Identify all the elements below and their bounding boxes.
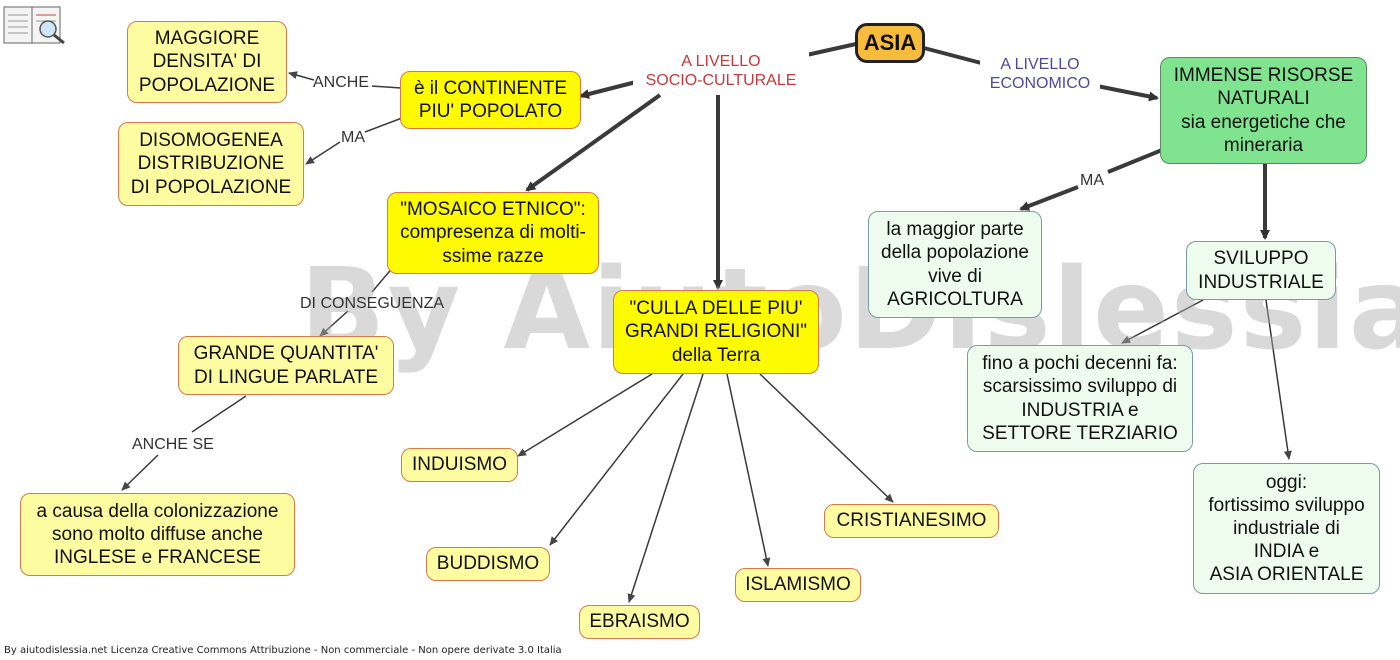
link-socio-culturale: A LIVELLO SOCIO-CULTURALE bbox=[633, 52, 809, 91]
line-continente-anche bbox=[371, 85, 402, 89]
node-culla-religioni[interactable]: "CULLA DELLE PIU' GRANDI RELIGIONI" dell… bbox=[613, 290, 819, 374]
line-socio-mosaico bbox=[525, 93, 662, 192]
book-logo-icon bbox=[3, 6, 65, 45]
line-culla-induismo bbox=[517, 373, 653, 457]
line-ma-disomogenea bbox=[305, 141, 341, 165]
link-di-conseguenza: DI CONSEGUENZA bbox=[300, 295, 445, 312]
node-immense-risorse[interactable]: IMMENSE RISORSE NATURALI sia energetiche… bbox=[1160, 57, 1367, 164]
node-lingue-parlate[interactable]: GRANDE QUANTITA' DI LINGUE PARLATE bbox=[178, 336, 394, 395]
node-cristianesimo[interactable]: CRISTIANESIMO bbox=[824, 504, 999, 538]
license-footer: By aiutodislessia.net Licenza Creative C… bbox=[4, 645, 562, 656]
line-conseguenza-lingue bbox=[319, 310, 349, 337]
line-ma-agricoltura bbox=[1019, 185, 1079, 211]
line-culla-islamismo bbox=[726, 373, 771, 567]
line-anchese-colonizzazione bbox=[121, 454, 159, 491]
line-sviluppo-oggi bbox=[1265, 299, 1292, 460]
link-anche: ANCHE bbox=[313, 74, 370, 91]
line-sviluppo-pochidecenni bbox=[1121, 299, 1204, 344]
node-asia[interactable]: ASIA bbox=[855, 23, 925, 63]
line-lingue-anchese bbox=[191, 395, 247, 433]
link-ma-left: MA bbox=[341, 129, 365, 146]
node-induismo[interactable]: INDUISMO bbox=[401, 448, 518, 482]
line-socio-continente bbox=[579, 80, 637, 99]
link-ma-right: MA bbox=[1080, 172, 1104, 189]
line-asia-economico bbox=[923, 46, 986, 66]
node-colonizzazione[interactable]: a causa della colonizzazione sono molto … bbox=[20, 493, 295, 576]
line-anche-densita bbox=[288, 71, 315, 81]
node-ebraismo[interactable]: EBRAISMO bbox=[579, 605, 700, 639]
link-anche-se: ANCHE SE bbox=[132, 436, 214, 453]
line-economico-risorse bbox=[1091, 83, 1159, 102]
node-densita-popolazione[interactable]: MAGGIORE DENSITA' DI POPOLAZIONE bbox=[127, 21, 287, 103]
node-oggi-sviluppo[interactable]: oggi: fortissimo sviluppo industriale di… bbox=[1193, 463, 1380, 594]
node-disomogenea-distribuzione[interactable]: DISOMOGENEA DISTRIBUZIONE DI POPOLAZIONE bbox=[118, 122, 304, 206]
node-agricoltura[interactable]: la maggior parte della popolazione vive … bbox=[868, 211, 1042, 318]
line-culla-ebraismo bbox=[627, 373, 704, 603]
node-mosaico-etnico[interactable]: "MOSAICO ETNICO": compresenza di molti- … bbox=[387, 192, 599, 274]
line-asia-socio bbox=[801, 42, 857, 58]
line-continente-ma bbox=[364, 117, 403, 133]
line-risorse-ma bbox=[1107, 148, 1163, 174]
line-culla-buddismo bbox=[549, 373, 684, 546]
node-continente-popolato[interactable]: è il CONTINENTE PIU' POPOLATO bbox=[400, 71, 581, 129]
link-economico: A LIVELLO ECONOMICO bbox=[980, 55, 1100, 94]
node-islamismo[interactable]: ISLAMISMO bbox=[735, 568, 861, 602]
node-buddismo[interactable]: BUDDISMO bbox=[426, 547, 550, 581]
node-pochi-decenni[interactable]: fino a pochi decenni fa: scarsissimo svi… bbox=[967, 345, 1193, 452]
node-sviluppo-industriale[interactable]: SVILUPPO INDUSTRIALE bbox=[1186, 241, 1336, 300]
line-culla-cristianesimo bbox=[759, 373, 894, 503]
